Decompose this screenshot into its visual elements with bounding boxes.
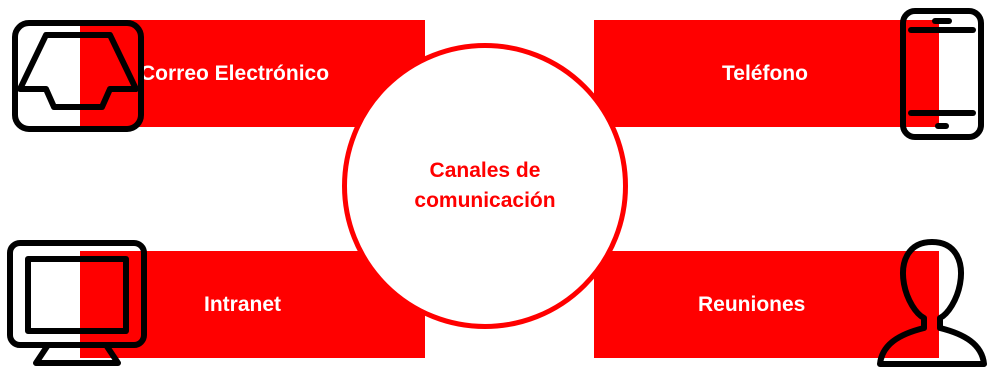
channel-label-telefono: Teléfono (722, 61, 808, 85)
central-title: Canales de comunicación (414, 159, 556, 212)
smartphone-icon (900, 8, 984, 140)
monitor-icon (7, 240, 147, 366)
channel-label-correo: Correo Electrónico (140, 61, 330, 85)
channel-banner-telefono: Teléfono (594, 20, 939, 127)
channel-label-intranet: Intranet (204, 292, 282, 316)
channel-label-reuniones: Reuniones (698, 292, 806, 316)
central-circle: Canales de comunicación (342, 43, 628, 329)
inbox-tray-icon (12, 20, 144, 132)
person-icon (877, 239, 987, 367)
channel-banner-reuniones: Reuniones (594, 251, 939, 358)
channel-banner-correo: Correo Electrónico (80, 20, 425, 127)
